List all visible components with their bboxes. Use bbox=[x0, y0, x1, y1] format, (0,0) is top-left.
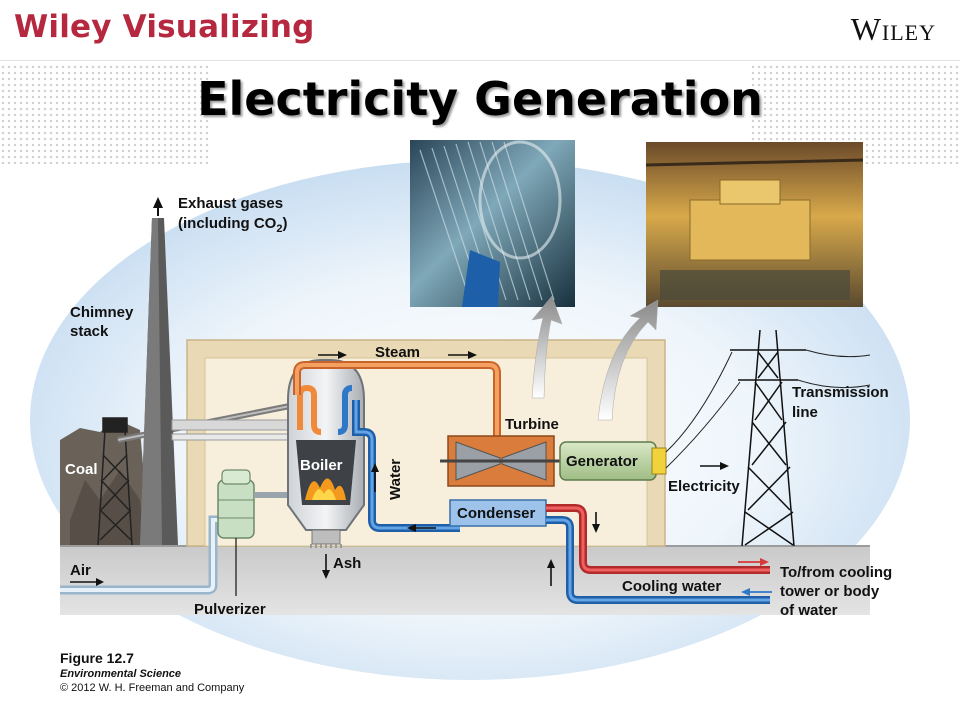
book-title: Environmental Science bbox=[60, 668, 182, 680]
label-exhaust-gases: Exhaust gases bbox=[178, 195, 283, 212]
label-pulverizer: Pulverizer bbox=[194, 601, 266, 618]
dot-pattern-left bbox=[0, 64, 210, 164]
label-electricity: Electricity bbox=[668, 478, 740, 495]
label-of-water: of water bbox=[780, 602, 838, 619]
ground bbox=[60, 545, 870, 615]
feed-water-pipe bbox=[352, 400, 460, 532]
plant-building bbox=[186, 339, 666, 547]
boiler bbox=[287, 359, 365, 548]
publisher-logo: Wiley bbox=[850, 11, 936, 47]
header-bar: Wiley Visualizing Wiley bbox=[0, 0, 960, 61]
label-air: Air bbox=[70, 562, 91, 579]
pulverizer bbox=[217, 469, 294, 596]
flow-arrows bbox=[318, 351, 729, 586]
coal-tower bbox=[97, 417, 133, 546]
label-exhaust-co2: (including CO2) bbox=[178, 215, 287, 235]
figure-number: Figure 12.7 bbox=[60, 650, 134, 666]
slide-title: Electricity Generation bbox=[197, 72, 763, 126]
label-transmission: Transmission bbox=[792, 384, 889, 401]
label-boiler: Boiler bbox=[300, 457, 343, 474]
copyright-notice: © 2012 W. H. Freeman and Company bbox=[60, 682, 245, 694]
turbine bbox=[440, 435, 562, 487]
label-generator: Generator bbox=[566, 453, 638, 470]
cooling-water-pipes bbox=[546, 504, 772, 604]
turbine-photo bbox=[410, 140, 575, 307]
transmission-tower bbox=[665, 329, 871, 547]
chimney-stack bbox=[140, 218, 291, 545]
steam-pipe bbox=[293, 361, 501, 440]
label-chimney: Chimney bbox=[70, 304, 134, 321]
label-water: Water bbox=[387, 459, 404, 500]
brand-logo: Wiley Visualizing bbox=[14, 9, 315, 45]
generator-photo bbox=[645, 142, 864, 307]
condenser bbox=[449, 499, 547, 527]
label-steam: Steam bbox=[375, 344, 420, 361]
label-stack: stack bbox=[70, 323, 109, 340]
label-tower-or-body: tower or body bbox=[780, 583, 880, 600]
label-coal: Coal bbox=[65, 461, 98, 478]
label-to-from-cooling: To/from cooling bbox=[780, 564, 892, 581]
generator bbox=[559, 441, 667, 481]
exhaust-arrow bbox=[153, 197, 163, 216]
photo-callout-arrows bbox=[531, 295, 659, 421]
label-condenser: Condenser bbox=[457, 505, 536, 522]
label-turbine: Turbine bbox=[505, 416, 559, 433]
label-line: line bbox=[792, 404, 818, 421]
label-ash: Ash bbox=[333, 555, 361, 572]
label-cooling-water: Cooling water bbox=[622, 578, 721, 595]
